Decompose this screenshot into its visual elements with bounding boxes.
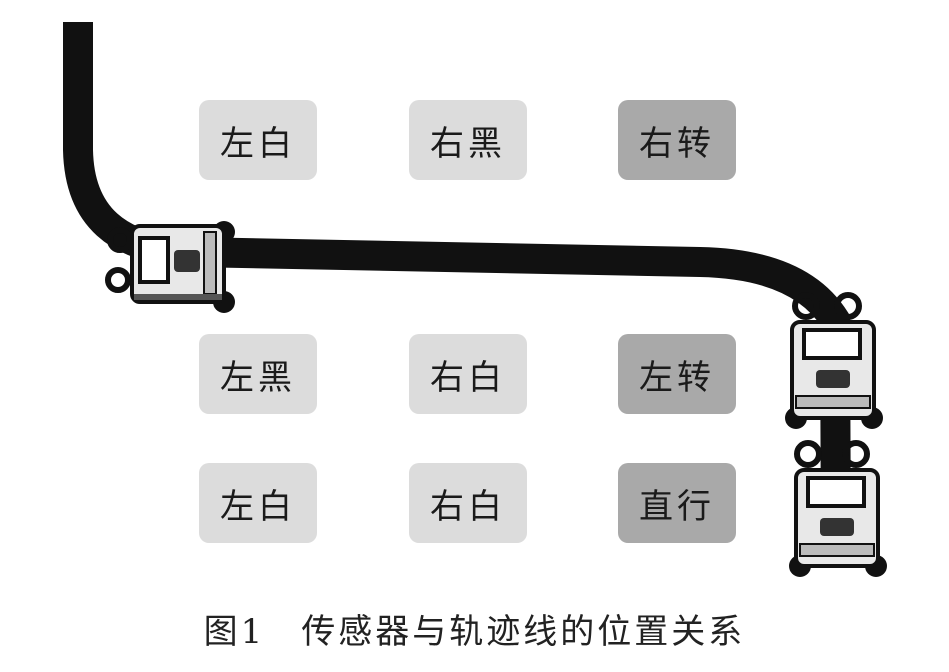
figure-caption-text: 传感器与轨迹线的位置关系	[301, 612, 746, 652]
robot-car-3	[789, 440, 887, 577]
label-row3-left: 左白	[199, 463, 317, 543]
label-row1-middle: 右黑	[409, 100, 527, 180]
label-row1-action: 右转	[618, 100, 736, 180]
label-row1-left: 左白	[199, 100, 317, 180]
label-row2-middle: 右白	[409, 334, 527, 414]
robot-car-1	[105, 221, 235, 313]
label-row2-left: 左黑	[199, 334, 317, 414]
label-row2-action: 左转	[618, 334, 736, 414]
figure-number: 图1	[203, 612, 266, 652]
label-row3-middle: 右白	[409, 463, 527, 543]
robot-car-2	[785, 292, 883, 429]
figure-caption: 图1 传感器与轨迹线的位置关系	[0, 604, 949, 653]
label-row3-action: 直行	[618, 463, 736, 543]
